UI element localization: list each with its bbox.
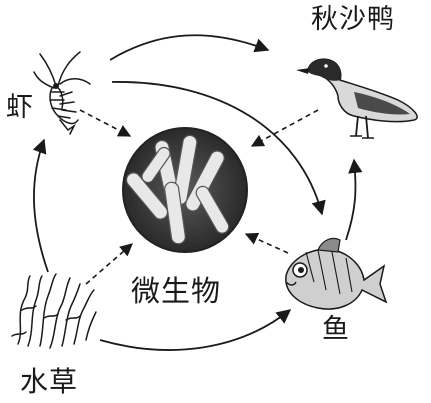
link-shrimp-microbes — [79, 109, 132, 137]
link-fish-duck — [345, 158, 363, 241]
water-plant-illustration — [11, 273, 97, 349]
link-plant-shrimp — [32, 138, 49, 273]
fish-label: 鱼 — [322, 314, 349, 345]
link-plant-microbes — [85, 243, 133, 285]
plant-label: 水草 — [20, 365, 79, 398]
link-duck-microbes — [250, 109, 319, 147]
microbes-illustration — [122, 127, 248, 253]
shrimp-illustration — [33, 51, 91, 135]
microbes-label: 微生物 — [131, 274, 222, 308]
shrimp-label: 虾 — [6, 92, 33, 123]
link-shrimp-fish — [111, 81, 326, 216]
duck-label: 秋沙鸭 — [311, 4, 395, 35]
duck-illustration — [296, 58, 418, 139]
link-plant-fish — [99, 309, 292, 351]
fish-illustration — [285, 237, 388, 310]
link-shrimp-duck — [109, 34, 270, 61]
link-fish-microbes — [244, 232, 289, 254]
